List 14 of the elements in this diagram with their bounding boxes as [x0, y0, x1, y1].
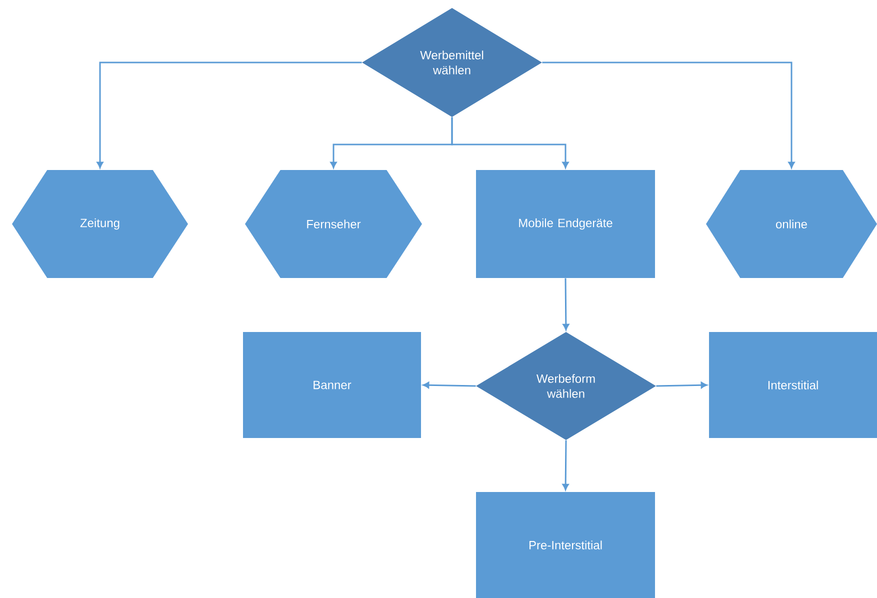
process-box: Mobile Endgeräte — [476, 170, 655, 278]
arrow — [451, 117, 569, 168]
arrow — [562, 440, 569, 490]
arrow — [542, 62, 795, 168]
process-box: Pre-Interstitial — [476, 492, 655, 598]
hexagon-box: Fernseher — [245, 170, 422, 278]
process-box: Interstitial — [709, 332, 877, 438]
arrow — [562, 278, 570, 330]
hexagon-box: Zeitung — [12, 170, 188, 278]
arrow — [96, 62, 362, 168]
hexagon-box: online — [706, 170, 877, 278]
arrow — [422, 382, 476, 388]
process-box: Banner — [243, 332, 421, 438]
arrow — [656, 382, 708, 388]
